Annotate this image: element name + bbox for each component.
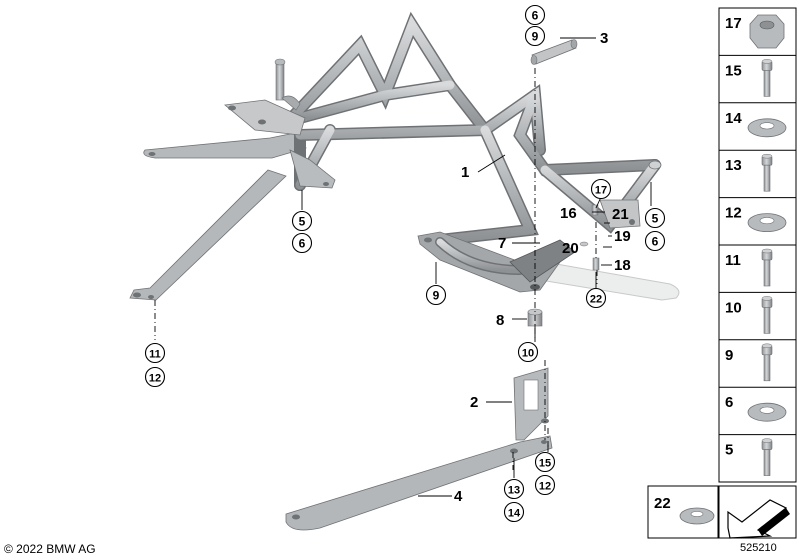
center-hub [417,231,576,293]
callout-13: 13 [503,478,525,500]
callout-6: 6 [524,4,546,26]
legend-label: 10 [725,299,742,316]
legend-item-13: 13 [719,149,796,192]
legend-item-6: 6 [719,386,796,422]
callout-17: 17 [590,178,612,200]
callout-12: 12 [534,474,556,496]
strut-part-4 [285,435,553,531]
callout-10: 10 [517,341,539,363]
callout-label: 11 [149,349,161,361]
label-part-20: 20 [562,240,579,257]
legend-item-9: 9 [719,339,796,382]
callout-label: 12 [539,481,551,493]
callout-9: 9 [425,284,447,306]
ghost-strut [539,261,680,301]
legend-label: 11 [725,252,741,269]
callout-14: 14 [503,501,525,523]
legend-bottom: 22 [647,485,797,539]
label-part-1: 1 [461,164,469,181]
callout-11: 11 [144,342,166,364]
callout-label: 13 [508,485,520,497]
bolt-icon [761,343,773,382]
bolt-icon [761,438,773,476]
callout-label: 5 [652,212,659,226]
legend-panel: 17 15 14 13 12 11 10 9 6 5 [718,7,797,483]
callout-15: 15 [534,451,556,473]
callout-5: 5 [291,210,313,232]
callout-label: 12 [149,373,161,385]
copyright-text: © 2022 BMW AG [4,542,96,556]
washer-icon [747,213,787,233]
label-part-4: 4 [454,488,463,505]
callout-label: 6 [652,235,659,249]
nut-icon [749,14,785,49]
part-labels: 1 2 3 4 7 8 16 18 19 20 21 [454,30,631,505]
legend-item-17: 17 [725,14,785,49]
legend-label: 14 [725,110,742,127]
bolt-icon [761,59,773,97]
diagonal-strut [129,169,287,301]
callout-6: 6 [644,230,666,252]
callout-label: 17 [595,185,607,197]
label-part-16: 16 [560,205,577,222]
label-part-3: 3 [600,30,608,47]
label-part-21: 21 [612,206,629,223]
callout-label: 6 [532,9,539,23]
legend-label: 6 [725,394,733,411]
main-frame [279,11,661,246]
washer-icon [747,402,787,422]
callout-5: 5 [644,207,666,229]
rod-part-3 [530,39,578,65]
bracket-part-2 [513,367,549,441]
callout-9: 9 [524,25,546,47]
callout-label: 10 [522,348,534,360]
legend-item-10: 10 [719,291,796,334]
legend-label: 5 [725,442,733,459]
diagram-number: 525210 [740,542,777,554]
callout-label: 15 [539,458,551,470]
washer-icon [747,118,787,138]
legend-label: 13 [725,157,742,174]
bolt-icon [761,248,773,287]
callout-label: 6 [299,237,306,251]
legend-label: 15 [725,62,742,79]
flat-washer-icon [679,507,715,525]
label-part-8: 8 [496,312,504,329]
upper-left-bracket [143,131,307,159]
bolt-icon [761,296,773,334]
label-part-7: 7 [498,235,506,252]
legend-item-22-label: 22 [654,495,671,512]
callout-label: 22 [590,294,602,306]
leader-lines [301,37,652,497]
callout-12: 12 [144,366,166,388]
left-mount [224,58,336,189]
callout-label: 5 [299,215,306,229]
legend-item-5: 5 [719,434,796,476]
legend-item-14: 14 [719,102,796,138]
callout-22: 22 [585,287,607,309]
right-brackets [599,160,662,229]
legend-item-15: 15 [719,54,796,97]
label-part-18: 18 [614,257,631,274]
bolt-icon [761,153,773,192]
callout-label: 9 [532,30,539,44]
legend-label: 12 [725,205,742,222]
label-part-19: 19 [614,228,631,245]
direction-arrow-icon [727,499,790,539]
legend-label: 17 [725,15,742,32]
legend-item-12: 12 [719,197,796,233]
legend-label: 9 [725,347,733,364]
legend-item-11: 11 [719,244,796,287]
callout-label: 14 [508,508,521,520]
callout-6: 6 [291,232,313,254]
label-part-2: 2 [470,394,478,411]
callout-label: 9 [433,289,440,303]
